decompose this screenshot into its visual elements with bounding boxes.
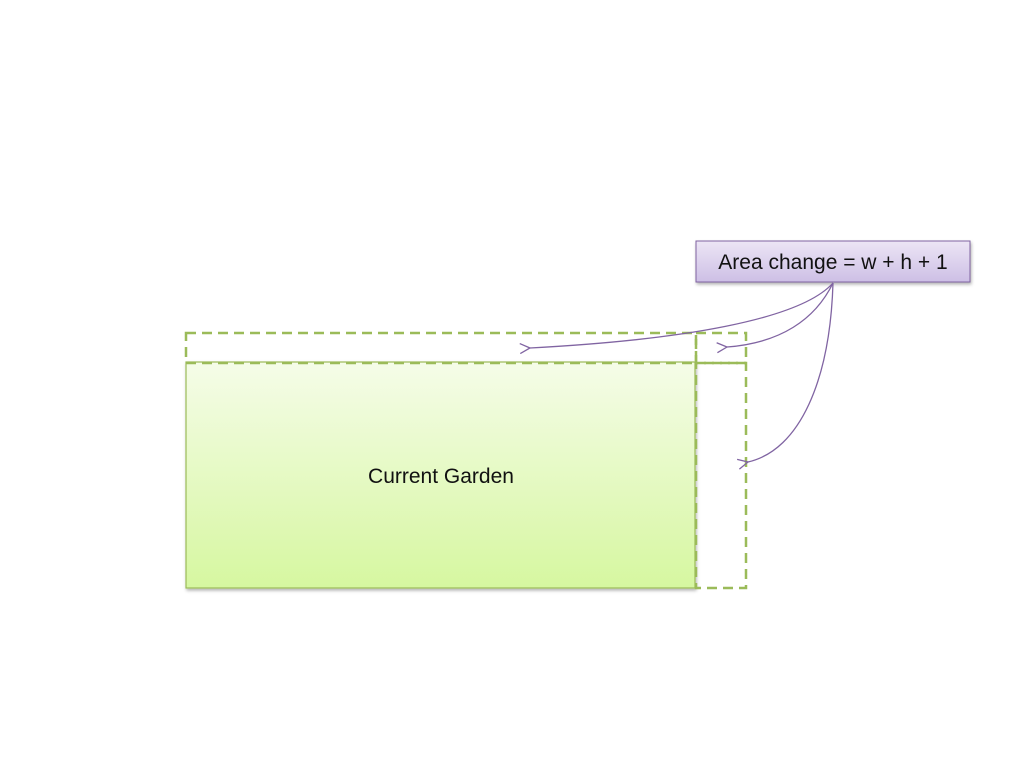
- callout-text: Area change = w + h + 1: [718, 251, 947, 274]
- top-strip-dashed: [184, 331, 698, 365]
- right-strip-dashed: [694, 361, 748, 590]
- arrow-to-corner-square: [727, 282, 834, 347]
- corner-square-dashed: [694, 331, 748, 365]
- garden-label: Current Garden: [368, 465, 514, 488]
- arrow-to-right-strip: [748, 282, 834, 462]
- arrow-to-top-strip: [530, 282, 834, 348]
- callout-box: [695, 240, 971, 283]
- current-garden-rect: [185, 361, 696, 589]
